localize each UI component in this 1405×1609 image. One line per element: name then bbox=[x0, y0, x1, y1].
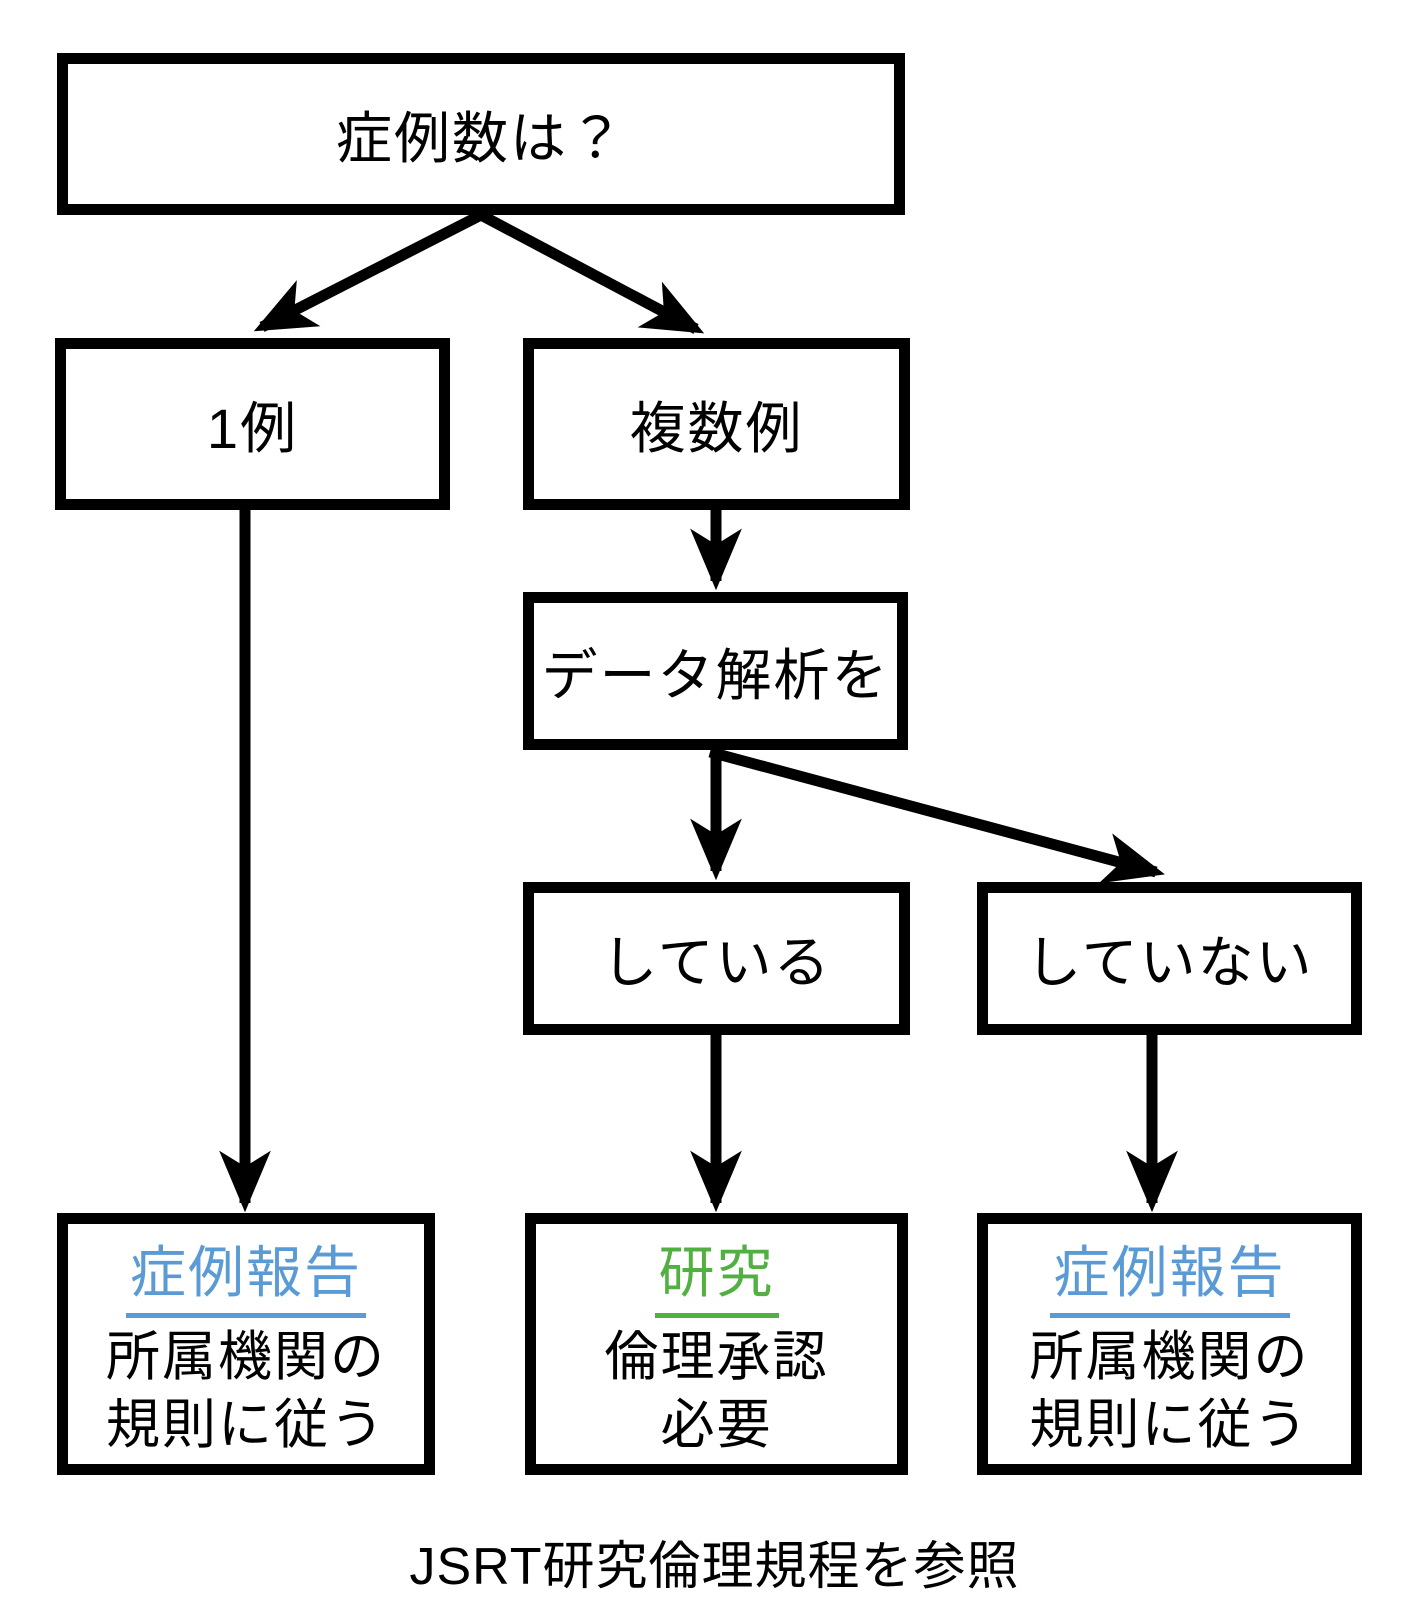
node-case-count-label: 症例数は？ bbox=[336, 106, 626, 170]
node-outcome-case-report-left: 症例報告 所属機関の 規則に従う bbox=[57, 1213, 435, 1475]
outcome-case-report-right-detail-2: 規則に従う bbox=[1029, 1394, 1310, 1455]
outcome-research-detail-1: 倫理承認 bbox=[604, 1327, 829, 1387]
arrow-data-analysis-to-no bbox=[708, 746, 1165, 884]
node-one-case: 1例 bbox=[55, 338, 450, 510]
node-analysis-yes: している bbox=[523, 882, 910, 1035]
arrow-case-count-to-multiple-cases bbox=[478, 210, 705, 334]
node-multiple-cases-label: 複数例 bbox=[629, 396, 804, 460]
arrow-case-count-to-one-case bbox=[253, 210, 484, 332]
outcome-case-report-right-detail-1: 所属機関の bbox=[1029, 1327, 1310, 1387]
outcome-case-report-right-title: 症例報告 bbox=[1049, 1238, 1290, 1318]
outcome-case-report-left-title: 症例報告 bbox=[126, 1238, 366, 1318]
outcome-research-detail-2: 必要 bbox=[660, 1394, 773, 1455]
outcome-research-title: 研究 bbox=[654, 1238, 779, 1318]
node-outcome-case-report-right: 症例報告 所属機関の 規則に従う bbox=[977, 1213, 1362, 1475]
node-analysis-yes-label: している bbox=[601, 931, 832, 994]
node-outcome-research: 研究 倫理承認 必要 bbox=[525, 1213, 908, 1475]
node-analysis-no: していない bbox=[977, 882, 1362, 1035]
node-data-analysis-label: データ解析を bbox=[541, 643, 890, 707]
outcome-case-report-left-detail-2: 規則に従う bbox=[106, 1394, 386, 1455]
node-multiple-cases: 複数例 bbox=[523, 338, 910, 510]
node-data-analysis: データ解析を bbox=[523, 592, 908, 750]
node-case-count: 症例数は？ bbox=[57, 53, 905, 215]
diagram-caption: JSRT研究倫理規程を参照 bbox=[409, 1538, 1020, 1596]
node-analysis-no-label: していない bbox=[1025, 931, 1314, 994]
node-one-case-label: 1例 bbox=[206, 396, 299, 460]
outcome-case-report-left-detail-1: 所属機関の bbox=[106, 1327, 386, 1387]
